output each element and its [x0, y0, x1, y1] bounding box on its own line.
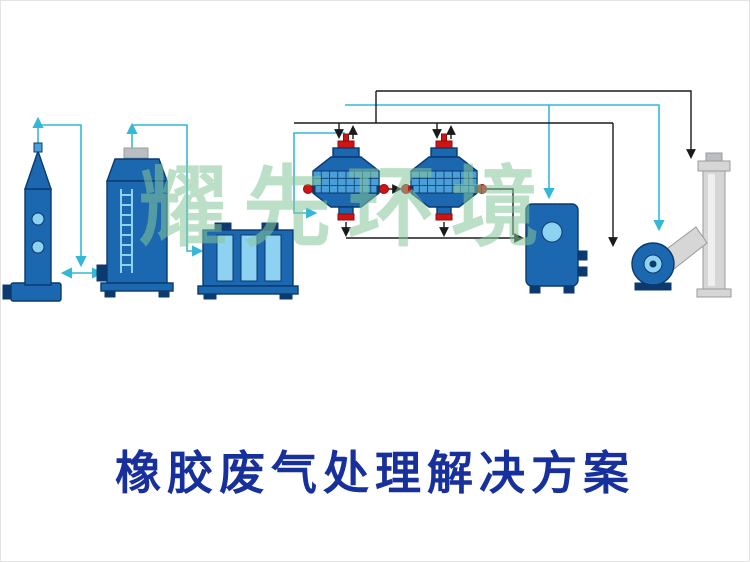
scrubber-cap — [123, 147, 149, 159]
scrubber-inlet — [96, 264, 108, 282]
top-valve-icon — [435, 140, 453, 149]
box-panel — [264, 234, 282, 282]
water-seal-tank-icon — [525, 203, 588, 294]
tank-sight-glass-icon — [541, 221, 563, 243]
chimney-cap — [697, 160, 731, 172]
drum-flange — [332, 147, 360, 158]
spray-tower-outlet — [33, 142, 43, 153]
top-valve-icon — [337, 140, 355, 149]
drum-grid-lines — [411, 171, 477, 193]
box-lug — [214, 222, 232, 231]
chimney-base — [696, 288, 732, 298]
chimney-top-cap — [705, 152, 723, 162]
side-valve-icon — [401, 184, 411, 194]
tank-body — [525, 203, 579, 287]
chimney-highlight — [708, 174, 715, 286]
scrubber-base — [100, 282, 174, 292]
activated-carbon-drum-right-icon — [401, 133, 487, 221]
uv-photolysis-box-icon — [197, 222, 299, 300]
scrubber-ladder-icon — [120, 189, 133, 273]
box-base — [197, 285, 299, 295]
spray-tower-cone — [24, 148, 52, 190]
flow-line-box-to-drum1 — [293, 132, 345, 219]
bottom-valve-icon — [337, 213, 355, 221]
tank-nozzle — [577, 266, 588, 277]
drum-flange — [430, 147, 458, 158]
flow-line-tower2-to-box — [132, 124, 204, 257]
flow-line-tower1-to-tower2-top — [38, 124, 87, 268]
tank-nozzle — [577, 250, 588, 261]
box-panel — [216, 234, 234, 282]
scrubber-foot — [158, 290, 170, 298]
exhaust-chimney-icon — [696, 152, 732, 298]
drum-grid-lines — [313, 171, 379, 193]
cyan-flow-lines — [32, 104, 665, 279]
side-valve-icon — [303, 184, 313, 194]
scrubber-body — [106, 180, 168, 284]
spray-tower-base — [10, 282, 62, 302]
side-valve-icon — [477, 184, 487, 194]
box-foot — [279, 293, 293, 300]
sight-glass-icon — [31, 212, 45, 226]
page-title: 橡胶废气处理解决方案 — [115, 446, 635, 500]
bottom-valve-icon — [435, 213, 453, 221]
box-lug — [261, 222, 279, 231]
tank-foot — [529, 285, 541, 294]
flow-line-black-to-chimney — [376, 90, 696, 159]
tank-foot — [563, 285, 575, 294]
side-valve-icon — [379, 184, 389, 194]
spray-tower-icon — [2, 142, 62, 302]
black-flow-lines — [294, 90, 696, 247]
spray-tower-body — [24, 188, 52, 286]
flow-line-bypass-to-fan — [345, 104, 665, 232]
box-panel — [240, 234, 258, 282]
flow-line-drum2-side-out — [486, 188, 514, 235]
activated-carbon-drum-left-icon — [303, 133, 389, 221]
packing-scrubber-tower-icon — [96, 147, 174, 298]
sight-glass-icon — [31, 240, 45, 254]
scrubber-foot — [104, 290, 116, 298]
centrifugal-fan-icon — [631, 226, 708, 291]
box-foot — [203, 293, 217, 300]
fan-hub — [649, 260, 657, 268]
scrubber-top-flange — [106, 158, 168, 182]
